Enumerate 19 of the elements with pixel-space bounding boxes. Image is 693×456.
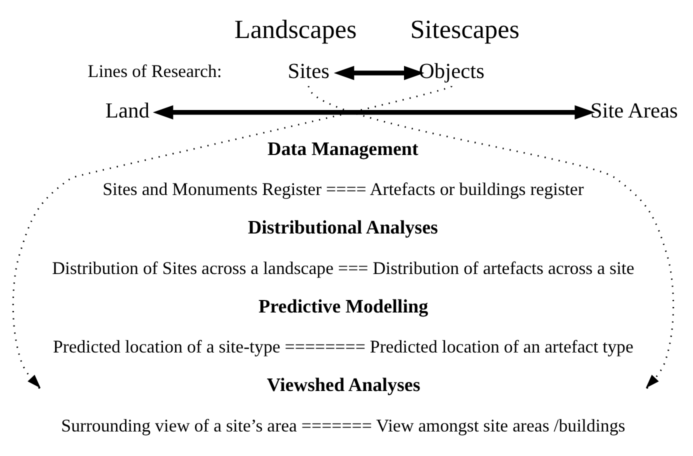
label: Sitescapes <box>410 14 520 44</box>
label: Predicted location of a site-type ======== Predicted location of an artefact type <box>52 336 634 357</box>
label: Predictive Modelling <box>258 296 428 318</box>
arrow <box>334 66 424 80</box>
label: Distribution of Sites across a landscape === Distribution of artefacts across a site <box>52 258 634 278</box>
node-text: Objects <box>418 59 484 84</box>
node-text: Sites <box>288 59 330 84</box>
label: Distributional Analyses <box>248 218 438 239</box>
node-text: Site Areas <box>590 98 678 123</box>
node-text: Land <box>105 98 150 123</box>
arrow <box>152 105 596 120</box>
label: Data Management <box>268 139 418 160</box>
label: Viewshed Analyses <box>266 375 420 396</box>
arrow <box>308 86 674 388</box>
label: Lines of Research: <box>88 61 222 82</box>
label: Surrounding view of a site’s area ======= View amongst site areas /buildings <box>61 415 626 436</box>
label: Sites and Monuments Register ==== Artefacts or buildings register <box>102 179 584 200</box>
arrow <box>12 85 452 388</box>
label: Landscapes <box>234 14 357 44</box>
